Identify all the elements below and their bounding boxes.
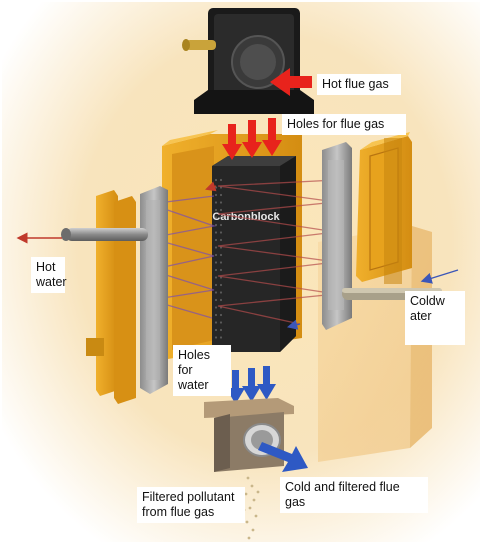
flue-gas-arrow: [242, 120, 262, 158]
right-frame-orange: [356, 132, 412, 284]
block-hole: [219, 261, 223, 264]
right-gasket: [322, 142, 352, 330]
block-hole: [219, 231, 223, 234]
pollutant-particle: [245, 520, 249, 524]
block-hole: [219, 298, 223, 302]
block-hole: [219, 238, 223, 242]
block-hole: [214, 216, 218, 219]
block-hole: [219, 201, 223, 204]
pollutant-particle: [256, 490, 260, 494]
outlet-arrow: [257, 366, 276, 400]
block-hole: [214, 298, 218, 302]
flue-gas-inlet-arrows: [222, 118, 282, 160]
block-hole: [219, 268, 223, 272]
pollutant-particle: [246, 476, 250, 480]
label-cold-and-filtered-flue-gas: Cold and filtered flue gas: [280, 477, 428, 513]
block-hole: [219, 253, 223, 257]
label-holes-for-water: Holes for water: [173, 345, 231, 396]
block-hole: [214, 313, 218, 317]
block-hole: [214, 336, 218, 339]
block-hole: [214, 306, 218, 309]
block-hole: [214, 178, 218, 182]
label-holes-for-flue-gas: Holes for flue gas: [282, 114, 406, 135]
hot-water-pipe: [61, 228, 148, 241]
inlet-pipe-brass: [186, 40, 216, 50]
block-hole: [219, 321, 223, 324]
block-hole: [214, 238, 218, 242]
gas-inlet-housing: [182, 8, 314, 114]
pollutant-particle: [250, 484, 254, 488]
block-hole: [214, 246, 218, 249]
label-cold-water: Coldw ater: [405, 291, 465, 345]
cold-filtered-gas-arrow: [258, 442, 308, 472]
block-hole: [214, 291, 218, 294]
pollutant-particle: [247, 536, 251, 540]
block-hole: [219, 193, 223, 197]
block-hole: [219, 283, 223, 287]
block-hole: [214, 208, 218, 212]
frame-tab: [86, 338, 104, 356]
pollutant-particle: [244, 492, 248, 496]
block-hole: [214, 261, 218, 264]
label-hot-water: Hot water: [31, 257, 67, 293]
block-hole: [219, 216, 223, 219]
cold-water-arrow: [420, 269, 459, 284]
block-hole: [214, 201, 218, 204]
block-hole: [214, 253, 218, 257]
water-flow-paths: [147, 179, 337, 330]
hot-flue-gas-arrow: [270, 68, 312, 96]
pollutant-particle: [251, 528, 255, 532]
block-hole: [214, 193, 218, 197]
block-hole: [214, 328, 218, 332]
block-hole: [219, 313, 223, 317]
block-hole: [214, 276, 218, 279]
block-hole: [214, 321, 218, 324]
block-hole: [214, 231, 218, 234]
outlet-arrow: [242, 368, 261, 402]
left-frame-orange: [86, 190, 136, 404]
label-hot-flue-gas: Hot flue gas: [317, 74, 401, 95]
carbon-block-holes: [214, 178, 223, 339]
block-hole: [214, 283, 218, 287]
carbon-block-label: Carbonblock: [212, 211, 280, 223]
pollutant-particle: [254, 514, 258, 518]
pollutant-particle: [252, 498, 256, 502]
block-hole: [219, 328, 223, 332]
block-hole: [219, 291, 223, 294]
label-filtered-pollutant: Filtered pollutant from flue gas: [137, 487, 245, 523]
block-hole: [214, 223, 218, 227]
carbon-block: Carbonblock: [212, 156, 296, 352]
block-hole: [219, 178, 223, 182]
flue-gas-arrow: [222, 124, 242, 160]
gas-outlet-box: [204, 398, 294, 472]
block-hole: [214, 268, 218, 272]
block-hole: [219, 223, 223, 227]
block-hole: [219, 336, 223, 339]
pollutant-particle: [248, 506, 252, 510]
block-hole: [219, 208, 223, 212]
flue-gas-arrow: [262, 118, 282, 156]
left-gasket: [140, 186, 168, 394]
